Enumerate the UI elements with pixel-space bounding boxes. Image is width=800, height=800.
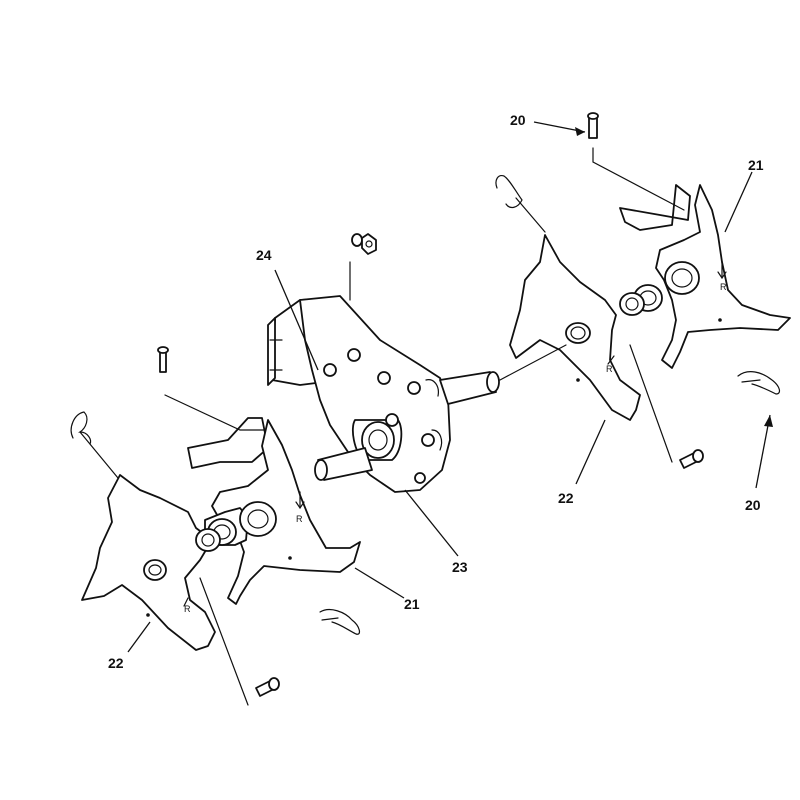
left-bolt-lower [199,577,280,706]
gearbox-housing [267,295,500,493]
callout-24-gearbox-bolt: 24 [256,247,272,263]
callout-23-gearbox: 23 [452,559,468,575]
right-inner-tine: R [619,184,791,369]
left-inner-tine: R [187,417,361,605]
rotation-mark-left-outer: R [184,604,191,614]
right-hairpin-clip-lower [737,371,781,395]
right-bolt-upper [587,112,685,211]
rotation-mark-right-inner: R [720,282,727,292]
callout-21-left: 21 [404,596,420,612]
callout-22-right: 22 [558,490,574,506]
callout-21-right: 21 [748,157,764,173]
left-hairpin-clip-upper [70,411,119,479]
left-hairpin-clip-lower [319,608,361,635]
callout-20-right-pin: 20 [745,497,761,513]
right-bolt-lower [629,344,704,469]
gearbox-nut-washer [349,233,377,301]
left-outer-tine: R [81,474,216,651]
leader-lines [127,121,773,653]
right-hairpin-clip-upper [495,175,546,233]
rotation-mark-left-inner: R [296,514,303,524]
right-outer-tine: R [499,234,641,421]
callout-20-right-bolt: 20 [510,112,526,128]
rotation-mark-right-outer: R [606,364,613,374]
callout-22-left: 22 [108,655,124,671]
left-bolt-upper [157,346,265,431]
